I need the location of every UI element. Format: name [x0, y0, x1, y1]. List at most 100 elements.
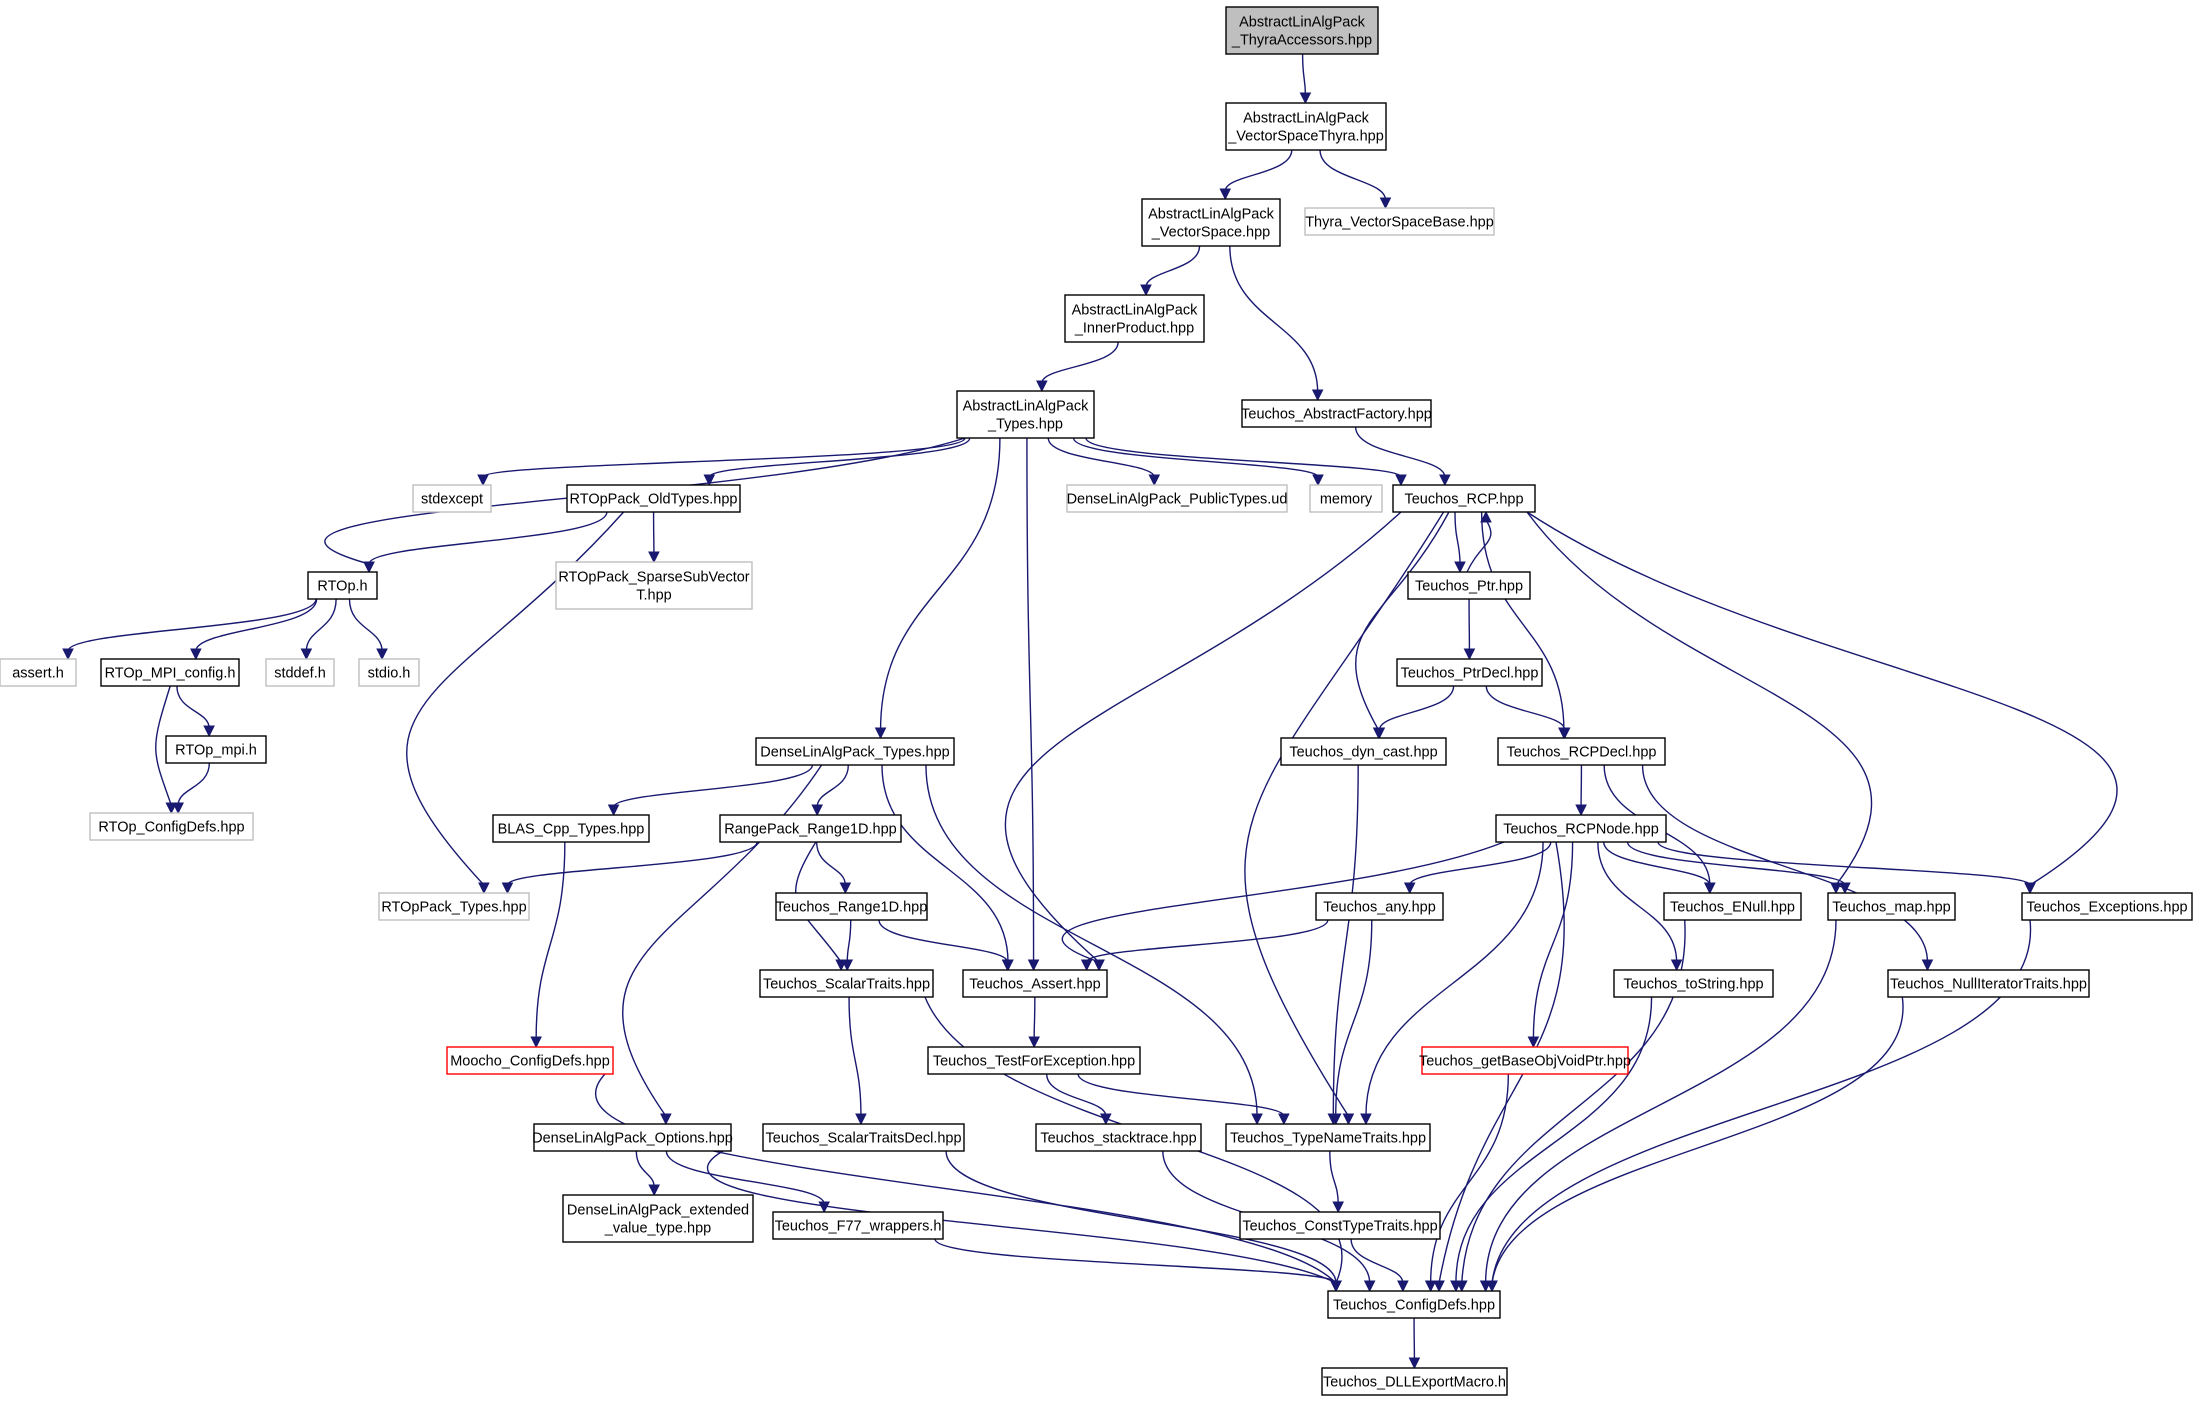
node-f77[interactable]: Teuchos_F77_wrappers.h	[772, 1211, 944, 1240]
node-label-absfactory-line-1: Teuchos_AbstractFactory.hpp	[1241, 407, 1432, 423]
node-box-stdexcept	[412, 484, 492, 513]
arrowhead-rcpnode-to-tostring	[1670, 959, 1683, 972]
node-blas[interactable]: BLAS_Cpp_Types.hpp	[492, 814, 650, 843]
node-configdefs[interactable]: Teuchos_ConfigDefs.hpp	[1327, 1290, 1501, 1319]
node-innerprod[interactable]: AbstractLinAlgPack_InnerProduct.hpp	[1064, 294, 1205, 343]
node-stacktrace[interactable]: Teuchos_stacktrace.hpp	[1035, 1123, 1202, 1152]
node-box-scalartraits	[759, 969, 934, 998]
node-alatypes[interactable]: AbstractLinAlgPack_Types.hpp	[956, 390, 1095, 439]
arrowhead-rtopold-to-rtoppacktypes	[478, 882, 490, 895]
node-trange1d[interactable]: Teuchos_Range1D.hpp	[775, 892, 928, 921]
edge-trange1d-to-tassert	[878, 919, 1009, 963]
node-label-rtopold-line-1: RTOpPack_OldTypes.hpp	[570, 492, 738, 508]
edge-typename-to-consttype	[1329, 1150, 1339, 1205]
node-nulliter[interactable]: Teuchos_NullIteratorTraits.hpp	[1887, 969, 2090, 998]
node-rtoph[interactable]: RTOp.h	[307, 571, 378, 600]
node-scalartraits[interactable]: Teuchos_ScalarTraits.hpp	[759, 969, 934, 998]
arrowhead-rtopmpi-to-rtopconfig	[172, 802, 184, 815]
node-box-mpiconfig	[100, 658, 240, 687]
node-testforexc[interactable]: Teuchos_TestForException.hpp	[927, 1046, 1141, 1075]
node-denseext[interactable]: DenseLinAlgPack_extended_value_type.hpp	[562, 1194, 754, 1243]
node-box-vs	[1141, 198, 1281, 247]
node-moocho[interactable]: Moocho_ConfigDefs.hpp	[446, 1046, 614, 1075]
arrowhead-rcpnode-to-getbase	[1527, 1036, 1540, 1049]
edge-rcpnode-to-getbase	[1532, 841, 1574, 1040]
arrowhead-rtoph-to-stdio	[376, 648, 388, 661]
node-range1dpack[interactable]: RangePack_Range1D.hpp	[719, 814, 902, 843]
edge-rcp-to-dyncast	[1355, 511, 1450, 731]
node-label-getbase-line-1: Teuchos_getBaseObjVoidPtr.hpp	[1419, 1054, 1631, 1070]
node-rcp[interactable]: Teuchos_RCP.hpp	[1392, 484, 1536, 513]
node-label-alatypes-line-1: AbstractLinAlgPack	[963, 399, 1089, 415]
edge-alatypes-to-rcp	[1085, 437, 1402, 478]
edge-alatypes-to-tassert	[1026, 437, 1035, 963]
node-label-any-line-1: Teuchos_any.hpp	[1323, 900, 1436, 916]
node-ptr[interactable]: Teuchos_Ptr.hpp	[1407, 571, 1531, 600]
node-label-scalartraits-line-1: Teuchos_ScalarTraits.hpp	[763, 977, 930, 993]
node-label-stdexcept-line-1: stdexcept	[421, 492, 483, 508]
node-box-rtoph	[307, 571, 378, 600]
node-rtopold[interactable]: RTOpPack_OldTypes.hpp	[566, 484, 741, 513]
arrowhead-any-to-tassert	[1080, 959, 1093, 972]
node-label-vs-line-1: AbstractLinAlgPack	[1148, 207, 1274, 223]
edge-alatypes-to-memory	[1072, 437, 1319, 478]
node-rtopmpi[interactable]: RTOp_mpi.h	[165, 735, 267, 764]
node-tassert[interactable]: Teuchos_Assert.hpp	[962, 969, 1108, 998]
node-box-densetypes	[755, 737, 955, 766]
node-label-nulliter-line-1: Teuchos_NullIteratorTraits.hpp	[1890, 977, 2087, 993]
edge-alatypes-to-densepub	[1047, 437, 1155, 478]
node-absfactory[interactable]: Teuchos_AbstractFactory.hpp	[1241, 399, 1432, 428]
node-densepub: DenseLinAlgPack_PublicTypes.ud	[1066, 484, 1288, 513]
node-label-denseopts-line-1: DenseLinAlgPack_Options.hpp	[532, 1131, 733, 1147]
node-densetypes[interactable]: DenseLinAlgPack_Types.hpp	[755, 737, 955, 766]
arrowhead-rtoph-to-asserth	[62, 648, 74, 661]
node-tostring[interactable]: Teuchos_toString.hpp	[1613, 969, 1774, 998]
node-root[interactable]: AbstractLinAlgPack_ThyraAccessors.hpp	[1225, 6, 1379, 55]
edge-rtopold-to-rtoppacktypes	[406, 511, 625, 886]
node-box-denseext	[562, 1194, 754, 1243]
node-label-trange1d-line-1: Teuchos_Range1D.hpp	[776, 900, 928, 916]
arrowhead-rtopold-to-sparsesub	[648, 551, 660, 564]
arrowhead-rtoph-to-mpiconfig	[190, 648, 202, 661]
node-rcpnode[interactable]: Teuchos_RCPNode.hpp	[1495, 814, 1667, 843]
arrowhead-rcp-to-ptr	[1454, 561, 1466, 574]
node-typename[interactable]: Teuchos_TypeNameTraits.hpp	[1225, 1123, 1431, 1152]
node-label-moocho-line-1: Moocho_ConfigDefs.hpp	[450, 1054, 610, 1070]
node-label-dllexport-line-1: Teuchos_DLLExportMacro.h	[1323, 1375, 1506, 1391]
node-box-asserth	[0, 658, 77, 687]
node-denseopts[interactable]: DenseLinAlgPack_Options.hpp	[532, 1123, 733, 1152]
node-box-tassert	[962, 969, 1108, 998]
node-box-getbase	[1421, 1046, 1629, 1075]
edge-rcp-to-tassert	[1004, 511, 1402, 963]
node-ptrdecl[interactable]: Teuchos_PtrDecl.hpp	[1396, 658, 1543, 687]
node-getbase[interactable]: Teuchos_getBaseObjVoidPtr.hpp	[1419, 1046, 1631, 1075]
arrowhead-rcpdecl-to-rcpnode	[1575, 804, 1587, 817]
node-enull[interactable]: Teuchos_ENull.hpp	[1663, 892, 1802, 921]
node-scalartraitsdecl[interactable]: Teuchos_ScalarTraitsDecl.hpp	[762, 1123, 965, 1152]
edge-rtoph-to-stdio	[348, 598, 383, 652]
node-dyncast[interactable]: Teuchos_dyn_cast.hpp	[1280, 737, 1447, 766]
node-vs[interactable]: AbstractLinAlgPack_VectorSpace.hpp	[1141, 198, 1281, 247]
node-vsthyra[interactable]: AbstractLinAlgPack_VectorSpaceThyra.hpp	[1225, 102, 1387, 151]
node-mpiconfig[interactable]: RTOp_MPI_config.h	[100, 658, 240, 687]
node-any[interactable]: Teuchos_any.hpp	[1315, 892, 1444, 921]
node-label-blas-line-1: BLAS_Cpp_Types.hpp	[498, 822, 645, 838]
edge-innerprod-to-alatypes	[1041, 341, 1119, 384]
node-consttype[interactable]: Teuchos_ConstTypeTraits.hpp	[1239, 1211, 1441, 1240]
node-map[interactable]: Teuchos_map.hpp	[1827, 892, 1956, 921]
edge-any-to-tassert	[1085, 919, 1329, 963]
node-exceptions[interactable]: Teuchos_Exceptions.hpp	[2021, 892, 2193, 921]
arrowhead-vs-to-absfactory	[1311, 389, 1324, 402]
edge-getbase-to-configdefs	[1429, 1073, 1510, 1284]
edge-rtoph-to-mpiconfig	[195, 598, 318, 652]
node-rcpdecl[interactable]: Teuchos_RCPDecl.hpp	[1497, 737, 1666, 766]
edge-moocho-to-configdefs	[594, 1073, 1337, 1284]
edge-rcp-to-ptr	[1454, 511, 1461, 565]
arrowhead-rcpnode-to-tassert	[1093, 959, 1105, 972]
node-label-ptr-line-1: Teuchos_Ptr.hpp	[1415, 579, 1523, 595]
edge-scalartraitsdecl-to-configdefs	[945, 1150, 1337, 1284]
node-memory: memory	[1309, 484, 1383, 513]
node-stdexcept: stdexcept	[412, 484, 492, 513]
node-dllexport[interactable]: Teuchos_DLLExportMacro.h	[1321, 1367, 1508, 1396]
arrowhead-nulliter-to-configdefs	[1486, 1280, 1498, 1293]
